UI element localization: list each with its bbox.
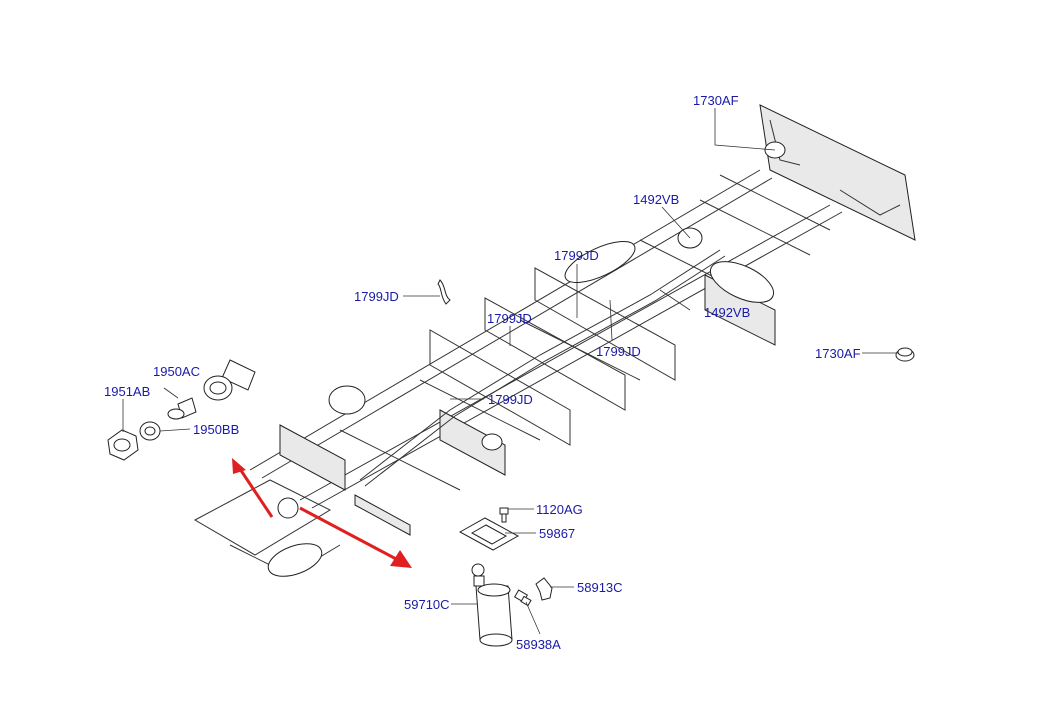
connector-part [513,589,532,607]
gasket-part [458,517,520,551]
callout-1492vb-bottom[interactable]: 1492VB [704,305,750,320]
callout-1951ab[interactable]: 1951AB [104,384,150,399]
clip-part [437,279,451,305]
chassis-frame [193,104,916,577]
callout-1799jd-a[interactable]: 1799JD [554,248,599,263]
elbow-part [535,577,553,601]
callout-1730af-top[interactable]: 1730AF [693,93,739,108]
callout-1492vb-top[interactable]: 1492VB [633,192,679,207]
arrow-down-right-icon [299,506,399,562]
cylinder-part [471,563,513,647]
callout-1799jd-d[interactable]: 1799JD [596,344,641,359]
callout-59867[interactable]: 59867 [539,526,575,541]
callout-1730af-right[interactable]: 1730AF [815,346,861,361]
leader-lines [122,108,898,635]
callout-1799jd-b[interactable]: 1799JD [354,289,399,304]
callout-1799jd-c[interactable]: 1799JD [487,311,532,326]
fitting-1950ac [203,359,256,401]
cap-part [139,421,161,441]
callout-59710c[interactable]: 59710C [404,597,450,612]
callout-58913c[interactable]: 58913C [577,580,623,595]
tube-part [167,397,197,420]
arrow-up-left-head-icon [232,458,246,474]
callout-1950bb[interactable]: 1950BB [193,422,239,437]
arrow-down-right-head-icon [390,550,412,568]
callout-58938a[interactable]: 58938A [516,637,561,652]
callout-1799jd-e[interactable]: 1799JD [488,392,533,407]
callout-1120ag[interactable]: 1120AG [536,502,583,517]
arrow-up-left-icon [236,465,274,518]
small-parts [107,279,915,647]
red-arrows [232,458,412,568]
nut-part [107,429,139,461]
callout-1950ac[interactable]: 1950AC [153,364,200,379]
callout-labels: 1730AF 1492VB 1799JD 1799JD 1492VB 1799J… [104,93,861,652]
plug-part [895,347,915,362]
bolt-part [499,507,509,523]
